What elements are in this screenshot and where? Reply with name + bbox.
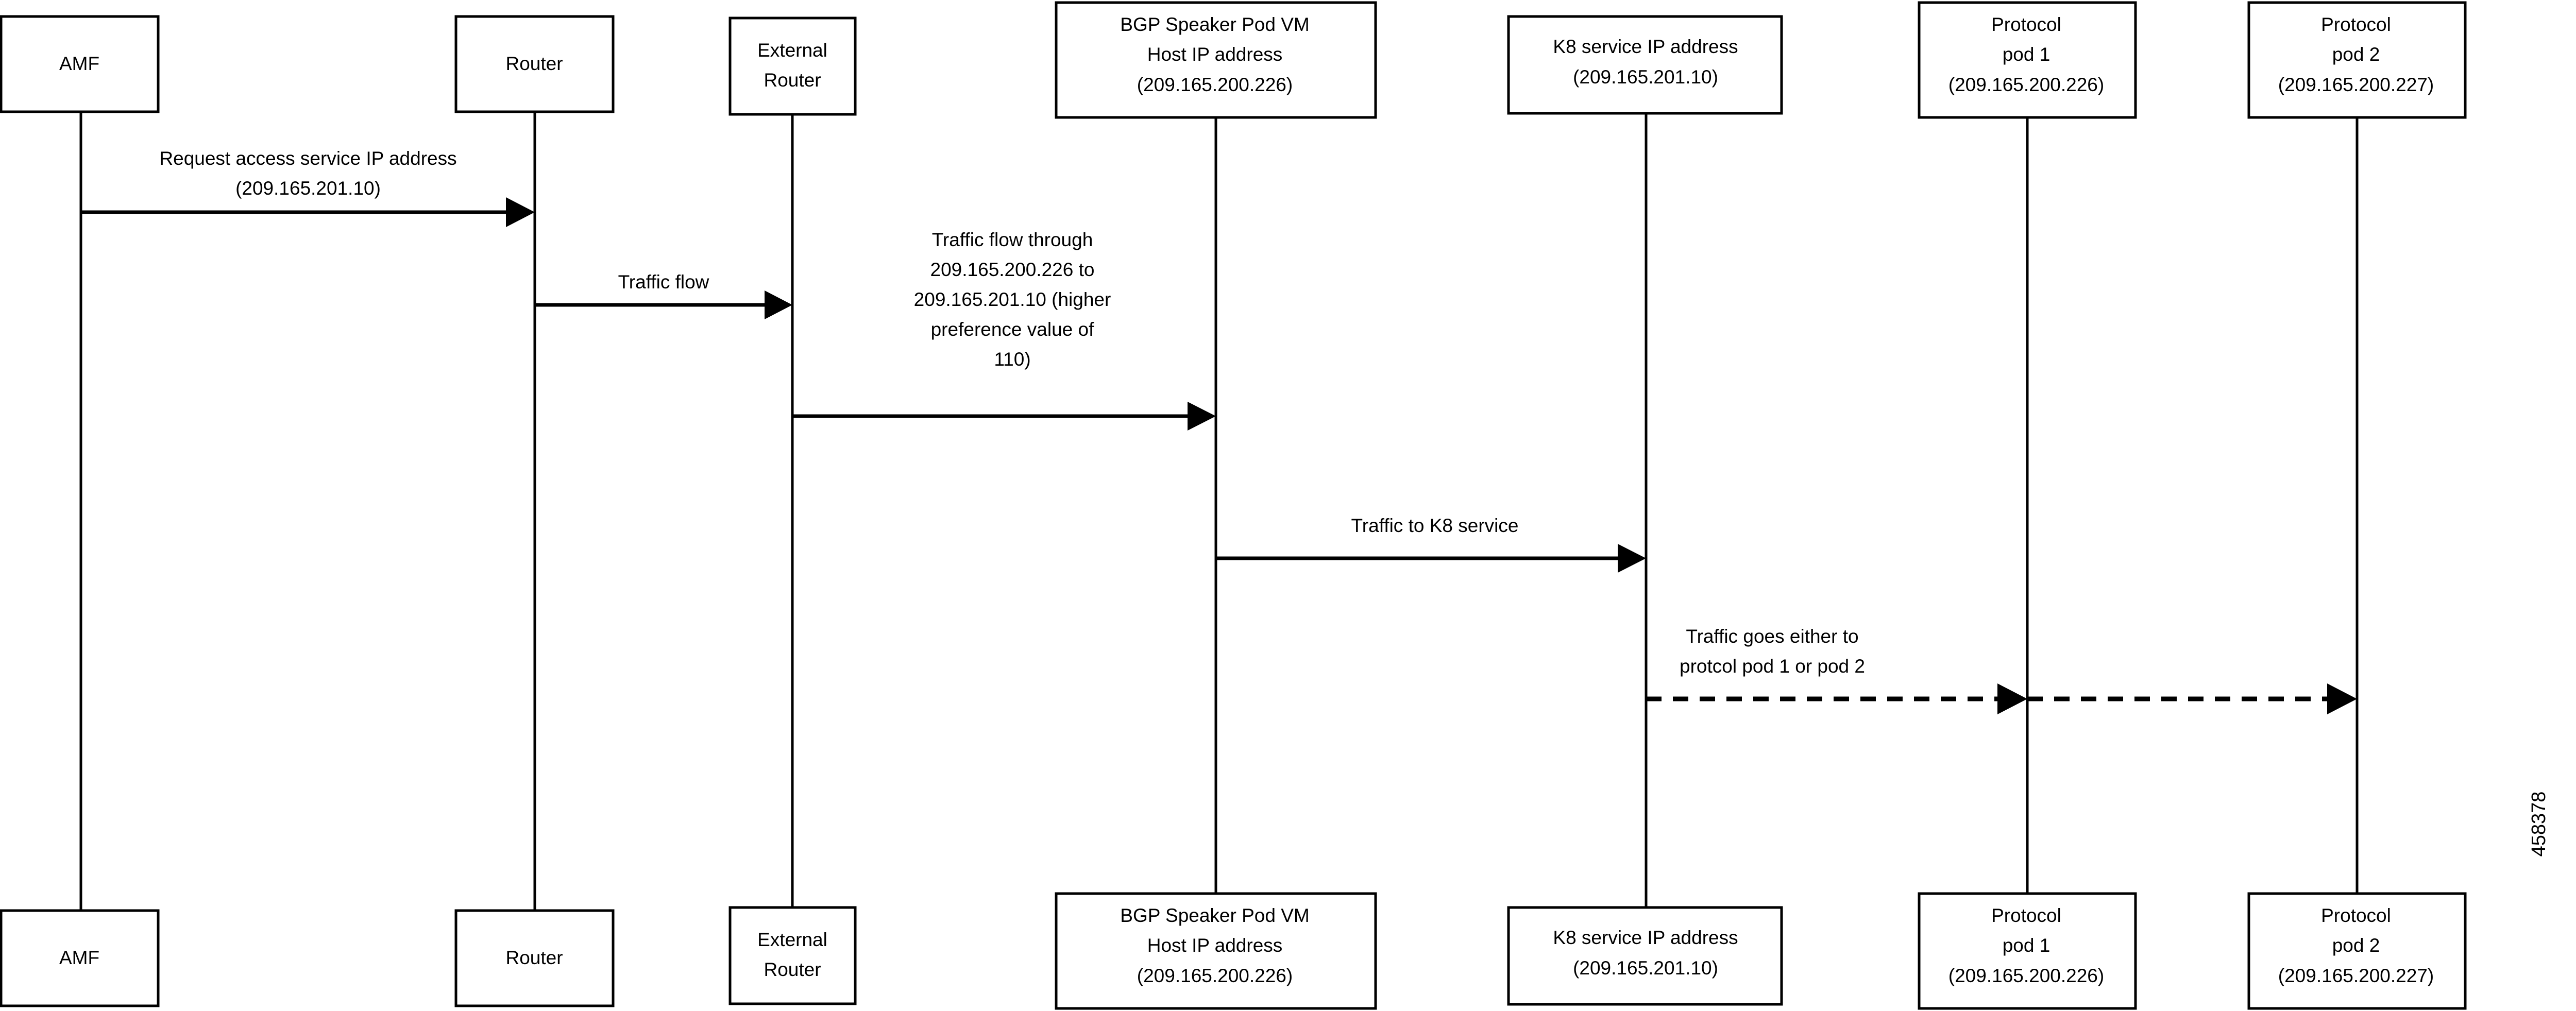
messages-group: Request access service IP address (209.1…: [81, 148, 2357, 714]
participant-label-external-router-top-line1: External: [757, 40, 827, 61]
participant-box-rect: [728, 16, 857, 116]
participant-label-k8-bottom-line2: (209.165.201.10): [1573, 957, 1718, 979]
participant-label-bgp-top-line3: (209.165.200.226): [1137, 74, 1293, 95]
message-label-line1: Traffic goes either to: [1686, 626, 1858, 647]
participant-label-pod2-bottom-line2: pod 2: [2332, 935, 2380, 956]
participant-box-external-router-bottom[interactable]: External Router: [728, 906, 857, 1005]
participant-label-external-router-bottom-line1: External: [757, 929, 827, 950]
arrowhead-icon: [1188, 402, 1216, 431]
participant-box-rect: [0, 909, 160, 1007]
participant-label-pod1-bottom-line3: (209.165.200.226): [1948, 965, 2104, 986]
participant-box-rect: [1055, 1, 1377, 119]
top-participant-boxes: AMF Router External Router BGP Speaker P…: [0, 1, 2467, 119]
message-request-access-service-ip[interactable]: Request access service IP address (209.1…: [81, 148, 535, 227]
participant-label-amf-bottom: AMF: [59, 947, 99, 968]
arrowhead-icon: [765, 290, 792, 319]
participant-box-rect: [0, 15, 160, 113]
arrowhead-icon-pod1: [1997, 683, 2027, 714]
lifelines-group: [79, 112, 2359, 911]
message-label-line1: Traffic to K8 service: [1351, 515, 1519, 536]
participant-label-pod1-top-line3: (209.165.200.226): [1948, 74, 2104, 95]
participant-label-bgp-top-line1: BGP Speaker Pod VM: [1120, 14, 1309, 35]
participant-label-pod2-bottom-line1: Protocol: [2321, 905, 2391, 926]
participant-box-bgp-speaker-bottom[interactable]: BGP Speaker Pod VM Host IP address (209.…: [1055, 892, 1377, 1010]
figure-id-label: 458378: [2528, 792, 2550, 857]
participant-box-amf-top[interactable]: AMF: [0, 15, 160, 113]
participant-label-pod2-top-line2: pod 2: [2332, 44, 2380, 65]
participant-label-bgp-bottom-line1: BGP Speaker Pod VM: [1120, 905, 1309, 926]
message-label-line1: Request access service IP address: [159, 148, 456, 169]
participant-label-pod1-bottom-line1: Protocol: [1991, 905, 2061, 926]
participant-label-k8-top-line1: K8 service IP address: [1553, 36, 1738, 57]
participant-label-external-router-bottom-line2: Router: [764, 959, 821, 980]
participant-label-k8-top-line2: (209.165.201.10): [1573, 66, 1718, 88]
participant-box-k8-service-bottom[interactable]: K8 service IP address (209.165.201.10): [1507, 906, 1783, 1006]
message-traffic-to-k8-service[interactable]: Traffic to K8 service: [1216, 515, 1646, 573]
participant-label-pod2-top-line1: Protocol: [2321, 14, 2391, 35]
participant-label-router-top: Router: [505, 53, 563, 74]
message-label-line1: Traffic flow: [618, 271, 709, 293]
participant-box-k8-service-top[interactable]: K8 service IP address (209.165.201.10): [1507, 15, 1783, 115]
participant-box-rect: [1055, 892, 1377, 1010]
participant-label-amf-top: AMF: [59, 53, 99, 74]
participant-box-rect: [1918, 892, 2137, 1010]
message-label-line4: preference value of: [931, 319, 1094, 340]
participant-box-rect: [454, 15, 615, 113]
participant-box-external-router-top[interactable]: External Router: [728, 16, 857, 116]
participant-box-protocol-pod-1-top[interactable]: Protocol pod 1 (209.165.200.226): [1918, 1, 2137, 119]
participant-box-rect: [2247, 1, 2467, 119]
arrowhead-icon: [1618, 544, 1646, 573]
message-traffic-flow[interactable]: Traffic flow: [535, 271, 792, 319]
participant-label-external-router-top-line2: Router: [764, 70, 821, 91]
participant-label-pod2-bottom-line3: (209.165.200.227): [2278, 965, 2434, 986]
message-label-line2: 209.165.200.226 to: [930, 259, 1095, 280]
message-label-line3: 209.165.201.10 (higher: [914, 289, 1111, 310]
participant-box-router-top[interactable]: Router: [454, 15, 615, 113]
participant-box-rect: [1507, 906, 1783, 1006]
participant-box-rect: [2247, 892, 2467, 1010]
participant-box-rect: [454, 909, 615, 1007]
participant-label-pod2-top-line3: (209.165.200.227): [2278, 74, 2434, 95]
arrowhead-icon: [506, 197, 535, 227]
participant-label-k8-bottom-line1: K8 service IP address: [1553, 927, 1738, 948]
participant-label-router-bottom: Router: [505, 947, 563, 968]
participant-box-amf-bottom[interactable]: AMF: [0, 909, 160, 1007]
message-label-line1: Traffic flow through: [932, 229, 1093, 250]
figure-id-group: 458378: [2528, 792, 2550, 857]
participant-label-pod1-bottom-line2: pod 1: [2003, 935, 2050, 956]
participant-box-rect: [1507, 15, 1783, 115]
participant-box-protocol-pod-2-top[interactable]: Protocol pod 2 (209.165.200.227): [2247, 1, 2467, 119]
participant-box-protocol-pod-1-bottom[interactable]: Protocol pod 1 (209.165.200.226): [1918, 892, 2137, 1010]
message-label-line2: (209.165.201.10): [235, 178, 381, 199]
message-traffic-goes-to-protocol-pods[interactable]: Traffic goes either to protcol pod 1 or …: [1646, 626, 2357, 714]
message-traffic-flow-through-bgp[interactable]: Traffic flow through 209.165.200.226 to …: [792, 229, 1216, 431]
participant-box-bgp-speaker-top[interactable]: BGP Speaker Pod VM Host IP address (209.…: [1055, 1, 1377, 119]
participant-label-pod1-top-line1: Protocol: [1991, 14, 2061, 35]
bottom-participant-boxes: AMF Router External Router BGP Speaker P…: [0, 892, 2467, 1010]
participant-box-rect: [1918, 1, 2137, 119]
arrowhead-icon-pod2: [2327, 683, 2357, 714]
participant-label-bgp-bottom-line2: Host IP address: [1147, 935, 1283, 956]
participant-box-protocol-pod-2-bottom[interactable]: Protocol pod 2 (209.165.200.227): [2247, 892, 2467, 1010]
participant-label-bgp-bottom-line3: (209.165.200.226): [1137, 965, 1293, 986]
participant-box-router-bottom[interactable]: Router: [454, 909, 615, 1007]
participant-label-pod1-top-line2: pod 1: [2003, 44, 2050, 65]
message-label-line2: protcol pod 1 or pod 2: [1680, 656, 1865, 677]
message-label-line5: 110): [994, 349, 1030, 370]
participant-box-rect: [728, 906, 857, 1005]
participant-label-bgp-top-line2: Host IP address: [1147, 44, 1283, 65]
